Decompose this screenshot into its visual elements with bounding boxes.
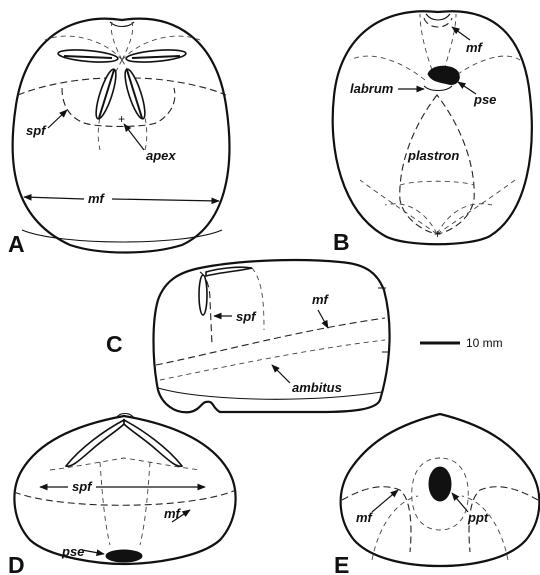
panel-d-label-pse: pse <box>61 544 84 559</box>
panel-d-subpetaloid-fasciole <box>50 458 200 545</box>
panel-b-outline <box>333 11 532 244</box>
panel-b-apex-marker: + <box>434 227 441 241</box>
panel-b-notch <box>426 14 450 20</box>
panel-d: spf mf pse D <box>8 414 236 575</box>
panel-b-labrum <box>424 86 452 91</box>
panel-d-periproct <box>106 550 142 562</box>
panel-e-letter: E <box>334 552 349 575</box>
panel-c-petal-top <box>206 267 252 276</box>
panel-a-ambulacra <box>45 22 200 150</box>
panel-d-label-mf: mf <box>164 506 182 521</box>
panel-d-label-spf: spf <box>72 479 93 494</box>
panel-d-outline <box>14 416 235 564</box>
panel-a-marginal-fasciole <box>18 78 226 95</box>
panel-e-label-mf: mf <box>356 510 374 525</box>
panel-a: + spf apex mf A <box>8 19 229 257</box>
panel-a-label-apex: apex <box>146 148 176 163</box>
panel-b-label-plastron: plastron <box>407 148 459 163</box>
panel-b-peristome <box>428 66 459 84</box>
panel-c-label-mf: mf <box>312 292 330 307</box>
panel-c-letter: C <box>106 331 123 357</box>
scale-bar: 10 mm <box>420 336 503 350</box>
panel-a-label-spf: spf <box>26 123 47 138</box>
panel-e-periproct <box>429 467 451 501</box>
panel-d-marginal-fasciole <box>14 490 236 505</box>
scale-bar-label: 10 mm <box>466 336 503 350</box>
panel-b-letter: B <box>333 229 350 255</box>
panel-b-marginal-fasciole <box>424 18 452 27</box>
panel-e-label-ppt: ppt <box>467 510 489 525</box>
panel-a-notch <box>110 22 134 27</box>
panel-b-label-mf: mf <box>466 40 484 55</box>
panel-a-apex-marker: + <box>118 112 125 126</box>
panel-d-letter: D <box>8 552 25 575</box>
panel-b-plastron-sutures <box>360 180 515 234</box>
panel-a-letter: A <box>8 231 25 257</box>
panel-c-ambitus-line <box>160 340 385 380</box>
panel-b: + mf labrum pse plastron B <box>333 11 532 255</box>
panel-a-label-mf: mf <box>88 191 106 206</box>
panel-c-lower-rim <box>158 388 382 399</box>
panel-c-label-spf: spf <box>236 309 257 324</box>
panel-c-petal <box>199 275 207 315</box>
panel-e: mf ppt E <box>334 414 539 575</box>
panel-b-label-pse: pse <box>473 92 496 107</box>
panel-b-plastron-outline <box>400 95 474 234</box>
panel-e-inner-contours <box>372 496 508 560</box>
panel-b-label-labrum: labrum <box>350 81 394 96</box>
panel-c: spf mf ambitus C <box>106 260 390 412</box>
panel-c-label-ambitus: ambitus <box>292 380 342 395</box>
panel-c-outline <box>154 260 390 412</box>
